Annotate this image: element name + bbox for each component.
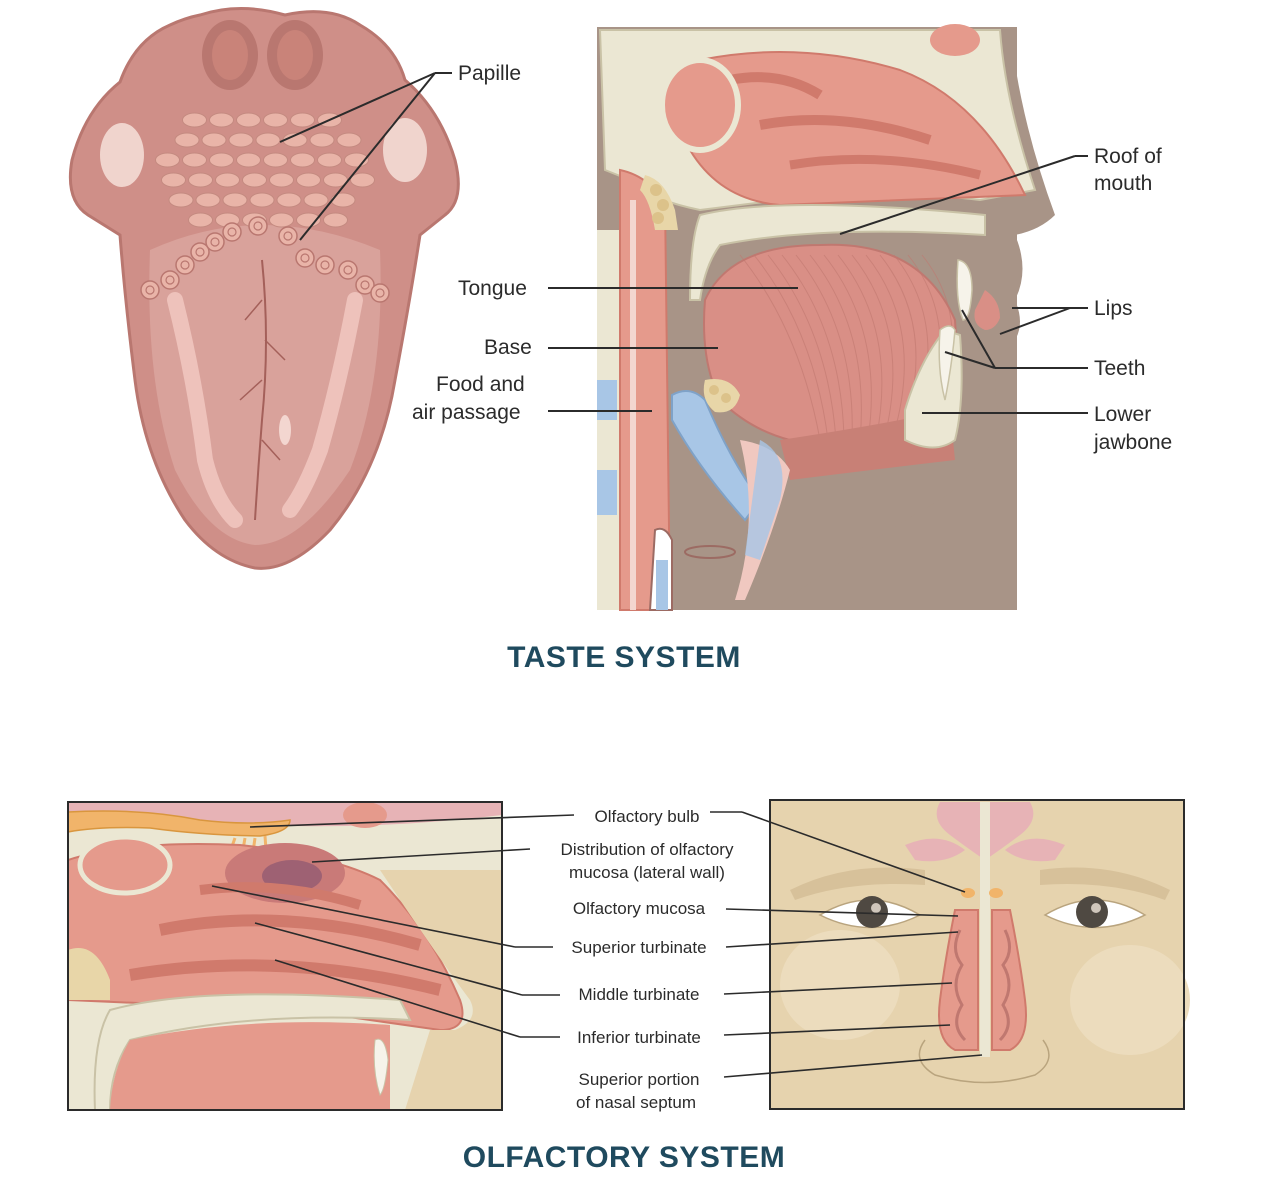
fungiform-papilla — [330, 192, 356, 208]
label-tongue: Tongue — [458, 277, 527, 300]
nasal-passage-left — [938, 909, 979, 1051]
epiglottis — [671, 390, 762, 522]
fungiform-papilla — [209, 112, 234, 128]
label-teeth: Teeth — [1094, 357, 1145, 380]
fungiform-papilla — [263, 112, 288, 128]
side-gland-right — [383, 118, 427, 182]
circumvallate-papilla — [315, 255, 335, 275]
palate — [688, 204, 986, 301]
fungiform-papilla — [290, 152, 315, 168]
label-inferior-turbinate: Inferior turbinate — [577, 1028, 701, 1047]
fungiform-papilla — [155, 152, 180, 168]
label-roof-of-mouth-2: mouth — [1094, 172, 1152, 195]
fungiform-papilla — [222, 192, 248, 208]
circumvallate-row — [140, 216, 390, 303]
circumvallate-papilla — [190, 242, 210, 262]
lips — [974, 290, 1000, 330]
olfactory-labels: Olfactory bulb Distribution of olfactory… — [211, 807, 983, 1174]
label-distribution-2: mucosa (lateral wall) — [569, 863, 725, 882]
olfactory-face-panel — [769, 799, 1190, 1110]
fungiform-papilla — [161, 172, 186, 188]
circumvallate-papilla — [205, 232, 225, 252]
fungiform-papilla — [195, 192, 221, 208]
superior-turbinate-shape — [199, 882, 362, 910]
label-food-air-2: air passage — [412, 401, 521, 424]
title-taste-system: TASTE SYSTEM — [507, 641, 741, 674]
label-superior-turbinate: Superior turbinate — [571, 938, 706, 957]
label-lower-jawbone-1: Lower — [1094, 403, 1151, 426]
fungiform-papilla — [336, 132, 362, 148]
fungiform-papilla — [269, 212, 294, 228]
fungiform-papilla — [350, 172, 375, 188]
title-olfactory-system: OLFACTORY SYSTEM — [463, 1141, 786, 1174]
middle-turbinate-shape — [158, 914, 422, 951]
label-olfactory-bulb: Olfactory bulb — [595, 807, 700, 826]
label-septum-1: Superior portion — [579, 1070, 700, 1089]
circumvallate-papilla — [295, 248, 315, 268]
circumvallate-papilla — [140, 280, 160, 300]
label-roof-of-mouth-1: Roof of — [1094, 145, 1162, 168]
fungiform-papilla — [290, 112, 315, 128]
head-sagittal-illustration — [597, 24, 1055, 611]
fungiform-papilla — [309, 132, 335, 148]
label-septum-2: of nasal septum — [576, 1093, 696, 1112]
circumvallate-papilla — [248, 216, 268, 236]
fungiform-papilla — [174, 132, 200, 148]
fungiform-papilla — [317, 152, 342, 168]
label-food-air-1: Food and — [436, 373, 525, 396]
fungiform-papilla — [255, 132, 281, 148]
olfactory-sagittal-panel — [67, 801, 503, 1111]
circumvallate-papilla — [355, 275, 375, 295]
label-olfactory-mucosa: Olfactory mucosa — [573, 899, 706, 918]
fungiform-papilla — [201, 132, 227, 148]
fungiform-papilla — [209, 152, 234, 168]
fungiform-papilla — [236, 112, 261, 128]
fungiform-papilla — [236, 152, 261, 168]
tongue-illustration — [68, 7, 460, 570]
fungiform-papilla — [228, 132, 254, 148]
olfactory-bulb-front-right — [989, 888, 1003, 898]
fungiform-papilla — [168, 192, 194, 208]
label-lower-jawbone-2: jawbone — [1093, 431, 1172, 454]
fungiform-papilla — [249, 192, 275, 208]
label-papille: Papille — [458, 62, 521, 85]
label-distribution-1: Distribution of olfactory — [561, 840, 734, 859]
lower-tooth — [938, 325, 956, 401]
fungiform-papilla — [242, 172, 267, 188]
circumvallate-papilla — [278, 226, 298, 246]
inferior-turbinate-shape — [129, 959, 442, 996]
fungiform-papilla — [188, 172, 213, 188]
fungiform-papilla — [323, 212, 348, 228]
circumvallate-papilla — [338, 260, 358, 280]
circumvallate-papilla — [222, 222, 242, 242]
olfactory-bulb-front-left — [961, 888, 975, 898]
upper-tooth — [956, 259, 973, 321]
median-groove — [254, 259, 267, 521]
fungiform-papilla — [182, 112, 207, 128]
side-gland-left — [100, 123, 144, 187]
label-base: Base — [484, 336, 532, 359]
olfactory-bulb-sagittal — [68, 810, 291, 837]
label-middle-turbinate: Middle turbinate — [579, 985, 700, 1004]
label-lips: Lips — [1094, 297, 1133, 320]
taste-labels: Papille Roof of mouth Tongue Base Food a… — [279, 62, 1172, 674]
fungiform-papilla — [263, 152, 288, 168]
fungiform-papilla — [188, 212, 213, 228]
fungiform-papilla — [215, 172, 240, 188]
circumvallate-papilla — [175, 255, 195, 275]
circumvallate-papilla — [370, 283, 390, 303]
fungiform-papilla — [296, 172, 321, 188]
fungiform-papilla — [276, 192, 302, 208]
fungiform-papilla — [303, 192, 329, 208]
circumvallate-papilla — [160, 270, 180, 290]
fungiform-papilla — [269, 172, 294, 188]
fungiform-papilla — [182, 152, 207, 168]
